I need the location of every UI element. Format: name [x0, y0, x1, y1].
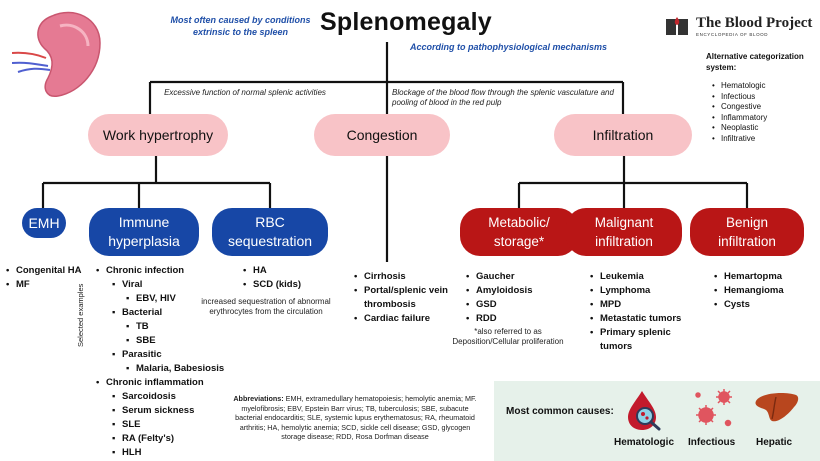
list-item: Sarcoidosis	[112, 390, 246, 404]
list-item: Hemartopma	[714, 270, 814, 284]
list-item: Gaucher	[466, 270, 566, 284]
immune-list: Chronic infection Viral EBV, HIV Bacteri…	[96, 264, 246, 460]
list-item: Parasitic Malaria, Babesiosis	[112, 348, 246, 376]
abbreviations-text: EMH, extramedullary hematopoiesis; hemol…	[235, 394, 477, 442]
category-congestion: Congestion	[314, 114, 450, 156]
subcategory-metabolic-storage: Metabolic/ storage*	[460, 208, 578, 256]
subcategory-benign-infiltration: Benign infiltration	[690, 208, 804, 256]
alternative-item: Infectious	[712, 92, 816, 103]
list-item: RA (Felty's)	[112, 432, 246, 446]
alternative-item: Infiltrative	[712, 134, 816, 145]
list-item: Viral EBV, HIV	[112, 278, 246, 306]
subtitle-left: Most often caused by conditions extrinsi…	[170, 15, 311, 37]
rbc-list: HA SCD (kids)	[243, 264, 323, 292]
list-item: SCD (kids)	[243, 278, 323, 292]
list-item: Metastatic tumors	[590, 312, 686, 326]
list-item: Congenital HA	[6, 264, 96, 278]
list-item: EBV, HIV	[126, 292, 246, 306]
alternative-item: Congestive	[712, 102, 816, 113]
common-causes-label: Most common causes:	[506, 406, 614, 417]
emh-list: Congenital HA MF	[6, 264, 96, 292]
list-item: Portal/splenic vein thrombosis	[354, 284, 454, 312]
common-cause-label: Hepatic	[756, 437, 793, 448]
list-item: Cardiac failure	[354, 312, 454, 326]
list-item: Leukemia	[590, 270, 686, 284]
list-item: Bacterial TB SBE	[112, 306, 246, 348]
subcategory-immune-hyperplasia: Immune hyperplasia	[89, 208, 199, 256]
list-item: Cysts	[714, 298, 814, 312]
list-item: HA	[243, 264, 323, 278]
alternative-system: Alternative categorization system: Hemat…	[706, 52, 816, 144]
list-item: RDD	[466, 312, 566, 326]
list-item: Cirrhosis	[354, 270, 454, 284]
subcategory-emh: EMH	[22, 208, 66, 238]
alternative-heading: Alternative categorization system:	[706, 52, 804, 72]
rbc-note: increased sequestration of abnormal eryt…	[201, 297, 331, 316]
list-item: Serum sickness	[112, 404, 246, 418]
list-item: Hemangioma	[714, 284, 814, 298]
subcategory-malignant-infiltration: Malignant infiltration	[566, 208, 682, 256]
abbreviations-label: Abbreviations:	[233, 394, 284, 403]
list-item: Chronic infection Viral EBV, HIV Bacteri…	[96, 264, 246, 376]
list-item: MPD	[590, 298, 686, 312]
common-cause-label: Hematologic	[614, 437, 675, 448]
congestion-branch-note: Blockage of the blood flow through the s…	[392, 88, 614, 107]
congestion-list: Cirrhosis Portal/splenic vein thrombosis…	[354, 270, 454, 326]
list-item: GSD	[466, 298, 566, 312]
abbreviations: Abbreviations: EMH, extramedullary hemat…	[228, 394, 482, 442]
list-item: Lymphoma	[590, 284, 686, 298]
list-item: Amyloidosis	[466, 284, 566, 298]
liver-icon	[755, 393, 799, 422]
subtitle-right: According to pathophysiological mechanis…	[410, 42, 608, 52]
subcategory-rbc-sequestration: RBC sequestration	[212, 208, 328, 256]
work-branch-note: Excessive function of normal splenic act…	[164, 88, 326, 97]
book-icon	[666, 17, 688, 35]
common-causes-box: Most common causes: Hematologic Infectio…	[494, 381, 820, 461]
list-item: SBE	[126, 334, 246, 348]
malignant-list: Leukemia Lymphoma MPD Metastatic tumors …	[590, 270, 686, 354]
spleen-illustration	[12, 11, 101, 97]
category-infiltration: Infiltration	[554, 114, 692, 156]
alternative-item: Neoplastic	[712, 123, 816, 134]
list-item: Chronic inflammation Sarcoidosis Serum s…	[96, 376, 246, 460]
alternative-item: Inflammatory	[712, 113, 816, 124]
list-item: HLH	[112, 446, 246, 460]
list-item: Primary splenic tumors	[590, 326, 686, 354]
metabolic-note: *also referred to as Deposition/Cellular…	[452, 327, 564, 346]
selected-examples-label: Selected examples	[76, 283, 85, 347]
list-item: TB	[126, 320, 246, 334]
benign-list: Hemartopma Hemangioma Cysts	[714, 270, 814, 312]
page-title: Splenomegaly	[320, 8, 492, 36]
logo-subtitle: ENCYCLOPEDIA OF BLOOD	[696, 31, 769, 37]
list-item: SLE	[112, 418, 246, 432]
blood-drop-icon	[628, 391, 661, 431]
blood-project-logo: The Blood Project ENCYCLOPEDIA OF BLOOD	[664, 15, 812, 37]
common-cause-label: Infectious	[688, 437, 736, 448]
category-work-hypertrophy: Work hypertrophy	[88, 114, 228, 156]
virus-icon	[695, 389, 732, 427]
logo-title: The Blood Project	[696, 14, 813, 31]
list-item: Malaria, Babesiosis	[126, 362, 246, 376]
alternative-item: Hematologic	[712, 81, 816, 92]
metabolic-list: Gaucher Amyloidosis GSD RDD	[466, 270, 566, 326]
list-item: MF	[6, 278, 96, 292]
